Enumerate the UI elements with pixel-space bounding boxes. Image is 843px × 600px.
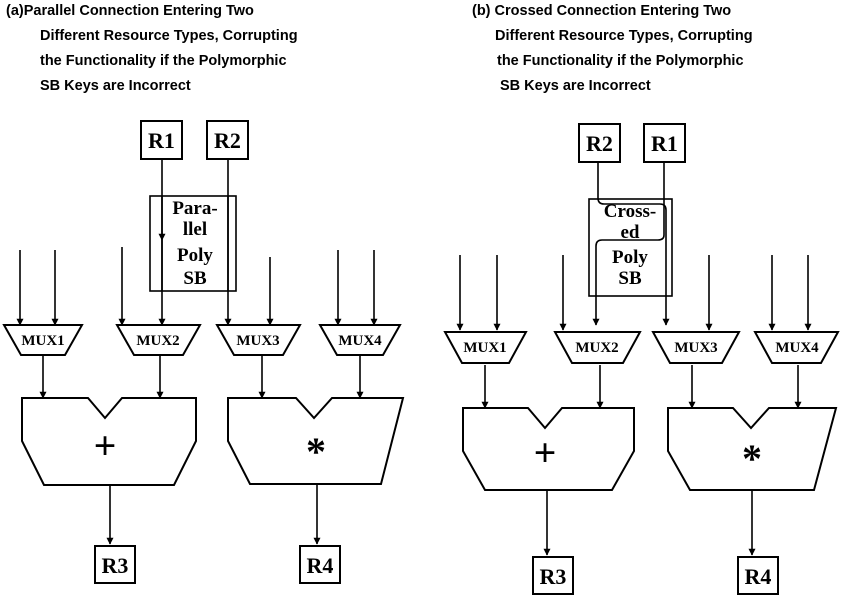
register-a-out-left-label: R3 (102, 553, 129, 578)
mux-b-3-label: MUX3 (674, 340, 717, 356)
mux-b-4-label: MUX4 (775, 340, 819, 356)
caption-b-line-3: the Functionality if the Polymorphic (497, 53, 744, 69)
caption-b-line-2: Different Resource Types, Corrupting (495, 28, 753, 44)
sb-b-line-2: ed (621, 222, 640, 243)
sb-b-line-3: Poly (612, 247, 648, 268)
register-b-out-left: R3 (532, 556, 574, 595)
multiplier-b-symbol: * (742, 436, 762, 481)
caption-a-line-3: the Functionality if the Polymorphic (40, 53, 287, 69)
caption-b: (b) Crossed Connection Entering Two Diff… (472, 3, 753, 94)
mux-a-3: MUX3 (215, 324, 302, 356)
register-a-in-left-label: R1 (148, 128, 175, 153)
register-a-in-right: R2 (206, 120, 249, 160)
multiplier-a: * (227, 397, 405, 485)
adder-a-symbol: + (94, 423, 117, 468)
adder-b-symbol: + (534, 430, 557, 475)
adder-a: + (21, 397, 197, 486)
register-b-in-right-label: R1 (651, 131, 678, 156)
wires-b (456, 163, 812, 556)
multiplier-b: * (667, 407, 838, 491)
mux-a-2: MUX2 (115, 324, 202, 356)
register-a-out-left: R3 (94, 545, 136, 584)
mux-b-3: MUX3 (651, 331, 741, 364)
register-b-in-right: R1 (643, 123, 686, 163)
register-a-out-right-label: R4 (307, 553, 334, 578)
multiplier-a-symbol: * (306, 429, 326, 474)
panel-a: (a)Parallel Connection Entering Two Diff… (2, 3, 405, 584)
caption-b-line-4: SB Keys are Incorrect (500, 78, 651, 94)
caption-a-line-4: SB Keys are Incorrect (40, 78, 191, 94)
mux-a-2-label: MUX2 (136, 333, 179, 349)
caption-a-line-2: Different Resource Types, Corrupting (40, 28, 298, 44)
caption-a: (a)Parallel Connection Entering Two Diff… (6, 3, 298, 94)
mux-a-4: MUX4 (318, 324, 402, 356)
mux-a-1: MUX1 (2, 324, 84, 356)
mux-a-3-label: MUX3 (236, 333, 279, 349)
register-a-in-right-label: R2 (214, 128, 241, 153)
wires-a (16, 159, 378, 545)
mux-b-4: MUX4 (753, 331, 840, 364)
adder-b: + (462, 407, 635, 491)
mux-b-2: MUX2 (553, 331, 642, 364)
register-b-out-left-label: R3 (540, 564, 567, 589)
mux-a-4-label: MUX4 (338, 333, 382, 349)
panel-b: (b) Crossed Connection Entering Two Diff… (443, 3, 840, 595)
mux-b-1: MUX1 (443, 331, 528, 364)
sb-a-line-4: SB (183, 268, 207, 289)
register-a-in-left: R1 (140, 120, 183, 160)
sb-a-line-3: Poly (177, 245, 213, 266)
caption-b-line-1: (b) Crossed Connection Entering Two (472, 3, 731, 19)
register-b-out-right-label: R4 (745, 564, 772, 589)
sb-a-line-2: llel (183, 219, 207, 240)
mux-b-2-label: MUX2 (575, 340, 618, 356)
parallel-poly-sb: Para- llel Poly SB (149, 195, 237, 292)
register-a-out-right: R4 (299, 545, 341, 584)
mux-a-1-label: MUX1 (21, 333, 64, 349)
sb-b-line-4: SB (618, 268, 642, 289)
caption-a-line-1: (a)Parallel Connection Entering Two (6, 3, 254, 19)
mux-b-1-label: MUX1 (463, 340, 506, 356)
register-b-in-left-label: R2 (586, 131, 613, 156)
crossed-poly-sb: Cross- ed Poly SB (588, 198, 673, 297)
sb-a-line-1: Para- (172, 198, 217, 219)
sb-b-line-1: Cross- (604, 201, 656, 222)
register-b-in-left: R2 (578, 123, 621, 163)
register-b-out-right: R4 (737, 556, 779, 595)
